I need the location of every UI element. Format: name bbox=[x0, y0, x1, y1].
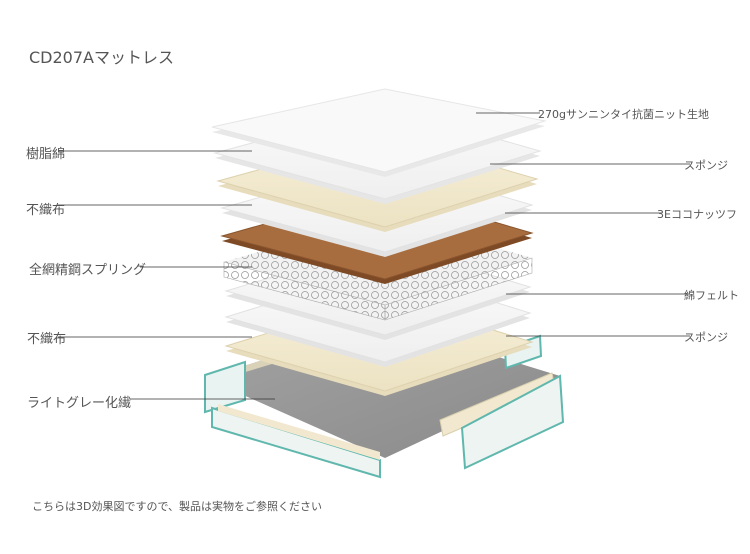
label-spring: 全網精鋼スプリング bbox=[29, 263, 147, 278]
label-nonwoven-1: 不織布 bbox=[26, 203, 66, 218]
label-sponge-2: スポンジ bbox=[684, 331, 728, 344]
label-resin-cotton: 樹脂綿 bbox=[26, 147, 66, 162]
frame-right-panel bbox=[460, 374, 565, 470]
label-coconut: 3Eココナッツフ bbox=[657, 208, 737, 221]
label-cotton-felt: 綿フェルト bbox=[684, 289, 739, 302]
label-sponge-1: スポンジ bbox=[684, 159, 728, 172]
label-light-gray: ライトグレー化繊 bbox=[27, 396, 132, 411]
label-knit: 270gサンニンタイ抗菌ニット生地 bbox=[538, 108, 709, 121]
knit-fabric-layer bbox=[211, 88, 547, 177]
leader-lines bbox=[58, 112, 690, 400]
page-title: CD207Aマットレス bbox=[29, 48, 174, 67]
frame-left-panel bbox=[204, 360, 246, 414]
disclaimer-note: こちらは3D効果図ですので、製品は実物をご参照ください bbox=[32, 500, 323, 513]
label-nonwoven-2: 不織布 bbox=[27, 332, 67, 347]
